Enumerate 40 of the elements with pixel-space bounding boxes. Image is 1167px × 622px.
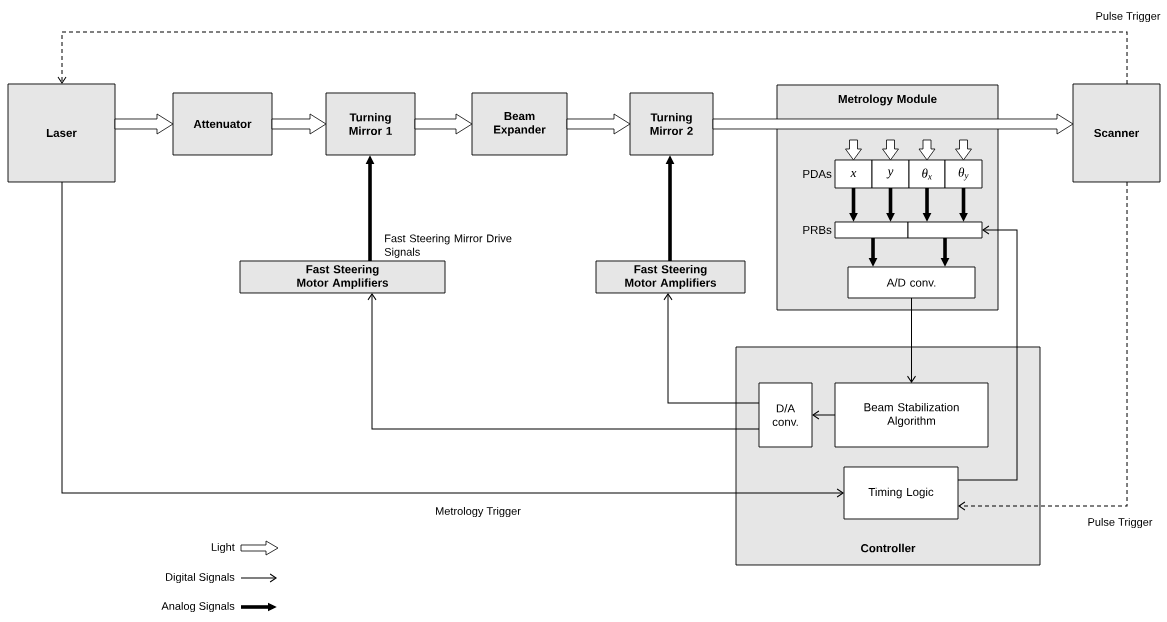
light-arrow: [955, 139, 972, 161]
algorithm-box: Beam Stabilization Algorithm: [834, 382, 989, 448]
arrow: [61, 181, 844, 498]
legend-label: Light: [211, 542, 235, 554]
legend-label: Analog Signals: [161, 601, 235, 613]
detector-cell: x: [834, 159, 873, 189]
converter-box: D/A conv.: [758, 382, 813, 448]
edge-label: Fast Steering Mirror Drive Signals: [383, 233, 521, 259]
arrow: [957, 225, 1018, 481]
light-arrow: [114, 113, 174, 135]
edge-label: Metrology Trigger: [434, 505, 522, 519]
amplifier-box: Fast Steering Motor Amplifiers: [595, 260, 746, 294]
scanner-box: Scanner: [1072, 83, 1161, 183]
arrow: [907, 297, 916, 383]
edge-label: Pulse Trigger: [1094, 10, 1162, 24]
process-box: Turning Mirror 2: [629, 92, 714, 156]
detector-cell: θ$_{x}$: [908, 159, 946, 189]
dashed-arrow: [958, 181, 1128, 511]
light-arrow: [271, 113, 327, 135]
light-arrow: [712, 113, 1074, 135]
legend-label: Digital Signals: [166, 572, 235, 584]
arrow: [812, 410, 836, 420]
light-arrow: [845, 139, 862, 161]
logic-box: Timing Logic: [843, 466, 959, 520]
detector-cell: y: [871, 159, 910, 189]
converter-box: A/D conv.: [847, 266, 976, 299]
light-arrow: [882, 139, 899, 161]
amplifier-box: Fast Steering Motor Amplifiers: [239, 260, 446, 294]
laser-box: Laser: [7, 83, 116, 183]
light-arrow: [566, 113, 631, 135]
arrow: [663, 293, 760, 404]
process-box: Turning Mirror 1: [325, 92, 416, 156]
process-box: Attenuator: [172, 92, 273, 156]
light-arrow: [414, 113, 473, 135]
light-arrow: [918, 139, 936, 161]
process-box: Beam Expander: [471, 92, 568, 156]
dashed-arrow: [57, 31, 1128, 85]
detector-cell: θ$_{y}$: [944, 159, 983, 189]
arrow: [367, 293, 760, 430]
edge-label: Pulse Trigger: [1086, 516, 1154, 530]
